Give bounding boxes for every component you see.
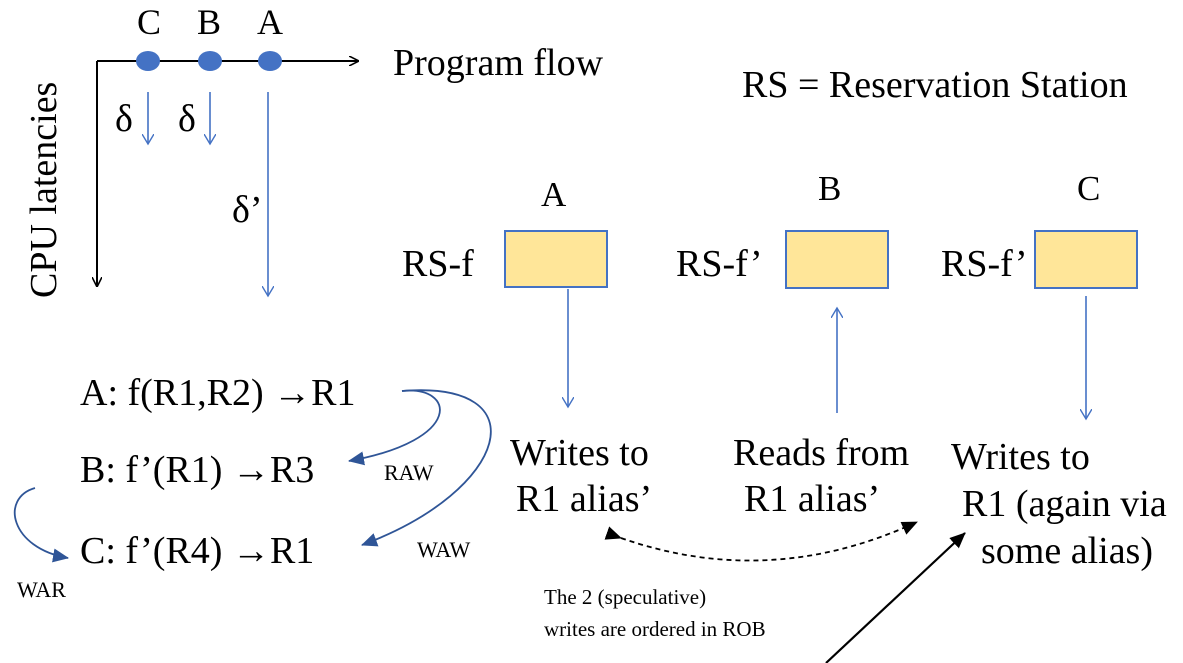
war-hazard-arrow <box>13 487 69 563</box>
cpu-latencies-label: CPU latencies <box>23 82 65 298</box>
rob-ordering: The 2 (speculative) writes are ordered i… <box>544 521 966 663</box>
delta-label-c: δ <box>115 98 133 140</box>
station-b-label: RS-f’ <box>676 243 763 285</box>
rob-note-pointer-arrow <box>825 532 966 663</box>
instruction-a: A: f(R1,R2) →R1 <box>80 372 356 414</box>
rob-ordering-dashed-arrow <box>604 521 918 562</box>
station-a-label: RS-f <box>402 243 474 285</box>
hazard-arrows: RAW WAW WAR <box>13 389 492 602</box>
station-a-box <box>504 230 608 288</box>
point-label-b: B <box>197 2 221 42</box>
instruction-c: C: f’(R4) →R1 <box>80 530 314 572</box>
raw-label: RAW <box>384 460 434 485</box>
station-a-header: A <box>541 175 567 214</box>
station-a-action-line1: Writes to <box>510 432 649 474</box>
program-flow-label: Program flow <box>393 42 604 84</box>
station-c-box <box>1034 230 1138 289</box>
rob-note-line1: The 2 (speculative) <box>544 585 706 609</box>
timeline-node-b <box>198 51 222 71</box>
station-a-action-line2: R1 alias’ <box>516 478 652 520</box>
point-label-a: A <box>257 2 283 42</box>
timeline: CPU latencies Program flow C B A δ δ δ’ <box>23 2 604 298</box>
point-label-c: C <box>137 2 161 42</box>
raw-hazard-arrow <box>348 389 441 466</box>
war-label: WAR <box>17 577 66 602</box>
station-b-header: B <box>818 169 841 208</box>
station-b-action-line2: R1 alias’ <box>744 478 880 520</box>
timeline-node-c <box>136 51 160 71</box>
station-b-action-line1: Reads from <box>733 432 909 474</box>
delta-label-b: δ <box>178 98 196 140</box>
station-b-box <box>785 230 889 289</box>
delta-label-a: δ’ <box>232 189 263 231</box>
rob-note-line2: writes are ordered in ROB <box>544 617 766 641</box>
instruction-list: A: f(R1,R2) →R1 B: f’(R1) →R3 C: f’(R4) … <box>80 372 356 572</box>
station-b: B RS-f’ Reads from R1 alias’ <box>676 169 909 520</box>
station-c-action-line1: Writes to <box>951 436 1090 478</box>
station-c-header: C <box>1077 169 1100 208</box>
station-c: C RS-f’ Writes to R1 (again via some ali… <box>941 169 1167 572</box>
timeline-node-a <box>258 51 282 71</box>
station-c-action-line2: R1 (again via <box>962 483 1167 525</box>
station-c-label: RS-f’ <box>941 243 1028 285</box>
station-a: A RS-f Writes to R1 alias’ <box>402 175 652 520</box>
instruction-b: B: f’(R1) →R3 <box>80 449 314 491</box>
station-c-action-line3: some alias) <box>981 530 1153 572</box>
waw-label: WAW <box>417 537 470 562</box>
waw-hazard-arrow <box>361 389 492 547</box>
rs-definition: RS = Reservation Station <box>742 64 1128 106</box>
